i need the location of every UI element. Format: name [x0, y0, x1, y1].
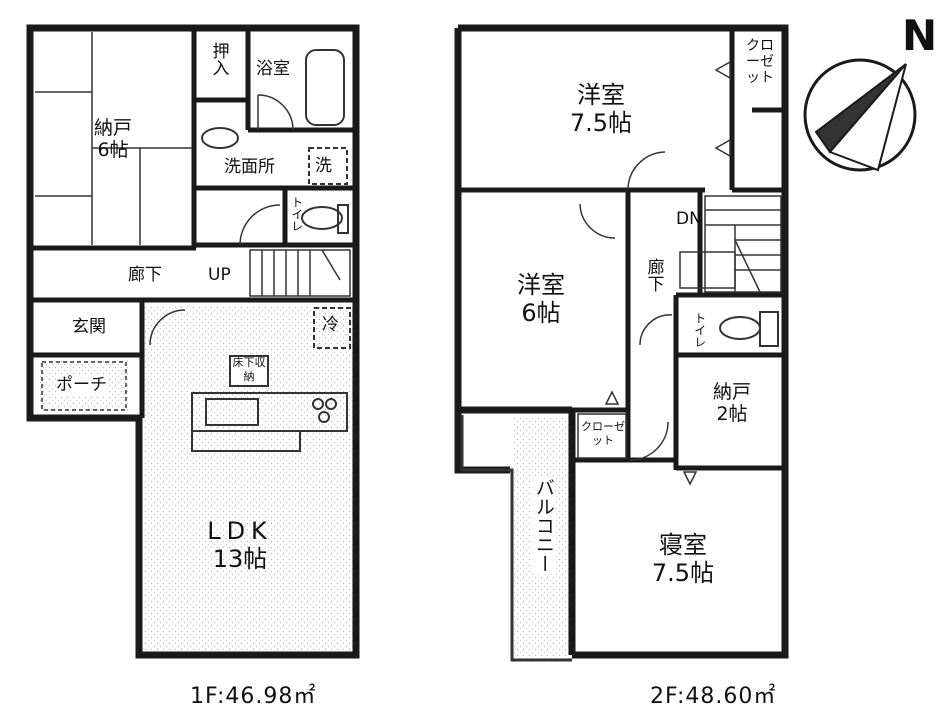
- f2-area-label: 2F:48.60㎡: [650, 684, 777, 709]
- f1-oshiire-label: 押入: [208, 42, 229, 76]
- f1-ldk-name: LDK: [207, 517, 273, 545]
- f2-bedroom-room: 寝室 7.5帖: [638, 531, 728, 587]
- f2-western1-name: 洋室: [577, 81, 625, 109]
- underfloor-storage-box: [229, 355, 269, 387]
- f2-bedroom-size: 7.5帖: [651, 558, 715, 587]
- f2-nando-size: 2帖: [716, 402, 748, 425]
- f1-nando-name: 納戸: [93, 117, 132, 139]
- f1-entrance-label: 玄関: [72, 317, 106, 337]
- f2-western2-name: 洋室: [517, 271, 565, 299]
- balcony-rail: [460, 415, 572, 662]
- kitchen-counter: [191, 392, 348, 452]
- compass: [803, 58, 917, 172]
- f2-dn-label: DN: [676, 209, 702, 229]
- stairs-2f: [679, 195, 782, 293]
- stairs-1f: [249, 249, 351, 297]
- floor1-outer-walls: [26, 24, 360, 659]
- f1-toilet-label: トイレ: [289, 196, 304, 232]
- f2-western2-room: 洋室 6帖: [506, 271, 576, 327]
- toilet-fixture-1f: [301, 206, 343, 230]
- bath-door: [257, 94, 294, 131]
- toilet-fixture-2f: [719, 316, 761, 340]
- tatami-lines: [35, 32, 192, 245]
- f2-nando-room: 納戸 2帖: [700, 381, 764, 426]
- f2-balcony-label: バルコニー: [532, 478, 555, 573]
- f1-up-label: UP: [208, 265, 231, 285]
- f1-area-label: 1F:46.98㎡: [190, 684, 317, 709]
- floor1-interior-walls: [30, 30, 356, 418]
- f2-western1-size: 7.5帖: [569, 108, 633, 137]
- f1-nando-size: 6帖: [97, 138, 129, 161]
- f1-nando-room: 納戸 6帖: [78, 117, 148, 162]
- f1-ldk-room: LDK 13帖: [200, 517, 280, 573]
- f1-ldk-size: 13帖: [212, 544, 268, 573]
- floor2-interior-walls: [458, 30, 785, 471]
- f1-washroom-label: 洗面所: [224, 157, 275, 177]
- f1-fridge-label: 冷: [322, 315, 339, 335]
- washer-box: [308, 147, 348, 185]
- floor2-plan: [454, 24, 789, 662]
- f1-washer-label: 洗: [315, 156, 332, 176]
- f1-hall-label: 廊下: [128, 265, 162, 285]
- floor1-plan: [26, 24, 360, 659]
- f2-hall-label: 廊下: [643, 258, 664, 292]
- f1-porch-label: ポーチ: [56, 375, 107, 396]
- floor2-door-arcs: [579, 151, 673, 461]
- fridge-box: [313, 307, 351, 349]
- f2-nando-name: 納戸: [712, 381, 751, 403]
- f1-underfloor-label: 床下収納: [232, 356, 266, 383]
- f2-western1-room: 洋室 7.5帖: [556, 81, 646, 137]
- compass-north-label: N: [902, 11, 938, 60]
- f2-closet-small-label: クローゼット: [581, 420, 625, 447]
- f2-closet-top-label: クローゼット: [746, 38, 774, 86]
- washbasin: [201, 127, 239, 149]
- f2-bedroom-name: 寝室: [659, 531, 707, 559]
- bathtub: [305, 49, 345, 126]
- f1-bath-label: 浴室: [256, 59, 290, 79]
- f2-western2-size: 6帖: [521, 298, 561, 327]
- f2-toilet-label: トイレ: [692, 312, 707, 348]
